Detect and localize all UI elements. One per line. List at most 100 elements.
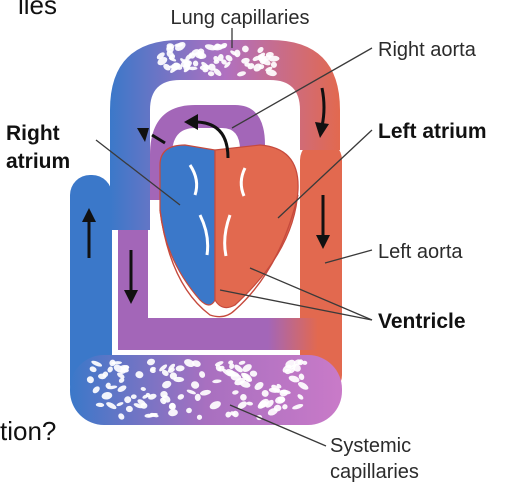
capillary-cell xyxy=(221,368,232,377)
capillary-cell xyxy=(241,57,250,64)
capillary-cell xyxy=(166,50,174,58)
capillary-cell xyxy=(86,376,94,384)
capillary-cell xyxy=(92,386,100,394)
leader-ventricle-a xyxy=(219,289,373,321)
capillary-cell xyxy=(257,46,264,54)
capillary-cell xyxy=(174,43,184,47)
leader-ventricle-b xyxy=(249,267,373,321)
capillary-cell xyxy=(140,387,146,391)
capillary-cell xyxy=(268,55,280,62)
capillary-cell xyxy=(221,59,227,65)
capillary-cell xyxy=(160,397,167,405)
capillary-cell xyxy=(232,410,239,418)
capillary-cell xyxy=(101,392,113,400)
capillary-cell xyxy=(225,411,232,418)
capillary-cell xyxy=(91,360,103,367)
capillary-cell xyxy=(102,371,109,378)
pulmonary-loop xyxy=(110,40,340,230)
capillary-cell xyxy=(292,364,301,372)
capillary-cell xyxy=(144,413,153,418)
label-ventricle: Ventricle xyxy=(378,310,466,333)
capillary-cell xyxy=(241,372,251,382)
capillary-cell xyxy=(175,365,185,372)
arrow-up-icon xyxy=(82,208,96,222)
label-right-atrium-line1: Right xyxy=(6,122,60,145)
capillary-cell xyxy=(265,66,273,72)
left-atrium-chamber xyxy=(214,144,299,309)
label-systemic-line1: Systemic xyxy=(330,435,411,457)
capillary-cell xyxy=(302,360,308,365)
capillary-cell xyxy=(261,389,269,397)
capillary-cell xyxy=(161,369,169,377)
capillary-cell xyxy=(214,361,224,367)
capillary-cell xyxy=(229,363,235,370)
leader-right-atrium xyxy=(95,139,181,206)
capillary-cell xyxy=(191,381,200,389)
arrow-left-icon xyxy=(184,114,198,130)
capillary-cell xyxy=(237,71,246,77)
fragment-bottom-left: tion? xyxy=(0,416,56,446)
capillary-cell xyxy=(213,55,219,62)
leader-systemic xyxy=(229,404,327,447)
capillary-cell xyxy=(186,389,196,395)
capillary-cell xyxy=(109,359,116,367)
capillary-cell xyxy=(117,385,127,392)
capillary-cell xyxy=(232,390,239,395)
capillary-cell xyxy=(209,401,221,410)
outflow-bottom-limb xyxy=(118,318,318,350)
capillary-cell xyxy=(297,394,304,400)
capillary-cell xyxy=(293,359,302,366)
label-systemic-line2: capillaries xyxy=(330,461,419,483)
capillary-cell xyxy=(192,60,199,67)
capillary-cell xyxy=(186,407,192,414)
label-lung-capillaries: Lung capillaries xyxy=(171,7,310,29)
capillary-cell xyxy=(125,405,133,413)
capillary-cell xyxy=(242,364,252,373)
capillary-cell xyxy=(218,44,227,49)
capillary-cell xyxy=(246,401,253,406)
capillary-cell xyxy=(275,396,285,404)
right-atrium-chamber xyxy=(159,144,216,306)
capillary-cell xyxy=(133,403,143,409)
capillary-cell xyxy=(130,394,137,400)
right-aorta-vessel xyxy=(150,105,265,200)
flow-arrow-lung-entry xyxy=(151,133,166,145)
capillary-cell xyxy=(230,50,237,56)
capillary-cell xyxy=(204,44,217,51)
capillary-cell xyxy=(157,56,168,66)
capillary-cell xyxy=(199,389,212,396)
capillary-cell xyxy=(234,364,243,373)
capillary-cell xyxy=(253,63,262,72)
capillary-cell xyxy=(119,365,129,374)
capillary-cell xyxy=(168,402,176,411)
capillary-cell xyxy=(265,69,277,77)
capillary-cell xyxy=(167,367,175,373)
capillary-cell xyxy=(116,402,124,407)
capillary-cell xyxy=(225,55,233,62)
capillary-cell xyxy=(282,364,292,373)
capillary-cell xyxy=(169,372,177,380)
flow-arrows xyxy=(82,87,330,304)
ventricle-septum xyxy=(198,214,232,257)
capillary-cell xyxy=(146,358,156,366)
capillary-cell xyxy=(298,373,305,381)
capillary-cell xyxy=(168,409,178,417)
capillary-cell xyxy=(177,394,185,400)
arrow-down-icon xyxy=(124,290,138,304)
capillary-cell xyxy=(196,414,203,420)
arrow-up-left-icon xyxy=(137,128,149,142)
capillary-cell xyxy=(163,63,171,71)
capillary-cell xyxy=(135,371,144,379)
arrow-down-icon xyxy=(315,122,329,138)
lung-capillary-bed xyxy=(110,40,340,230)
capillary-cell xyxy=(180,60,192,68)
leader-left-aorta xyxy=(324,249,373,264)
capillary-cell xyxy=(149,368,156,374)
leader-left-atrium xyxy=(277,129,373,219)
heart-valves xyxy=(188,164,247,197)
flow-arrow-lung-exit xyxy=(320,87,326,127)
capillary-cell xyxy=(230,373,242,381)
heart xyxy=(159,144,299,318)
arrow-down-icon xyxy=(316,235,330,249)
